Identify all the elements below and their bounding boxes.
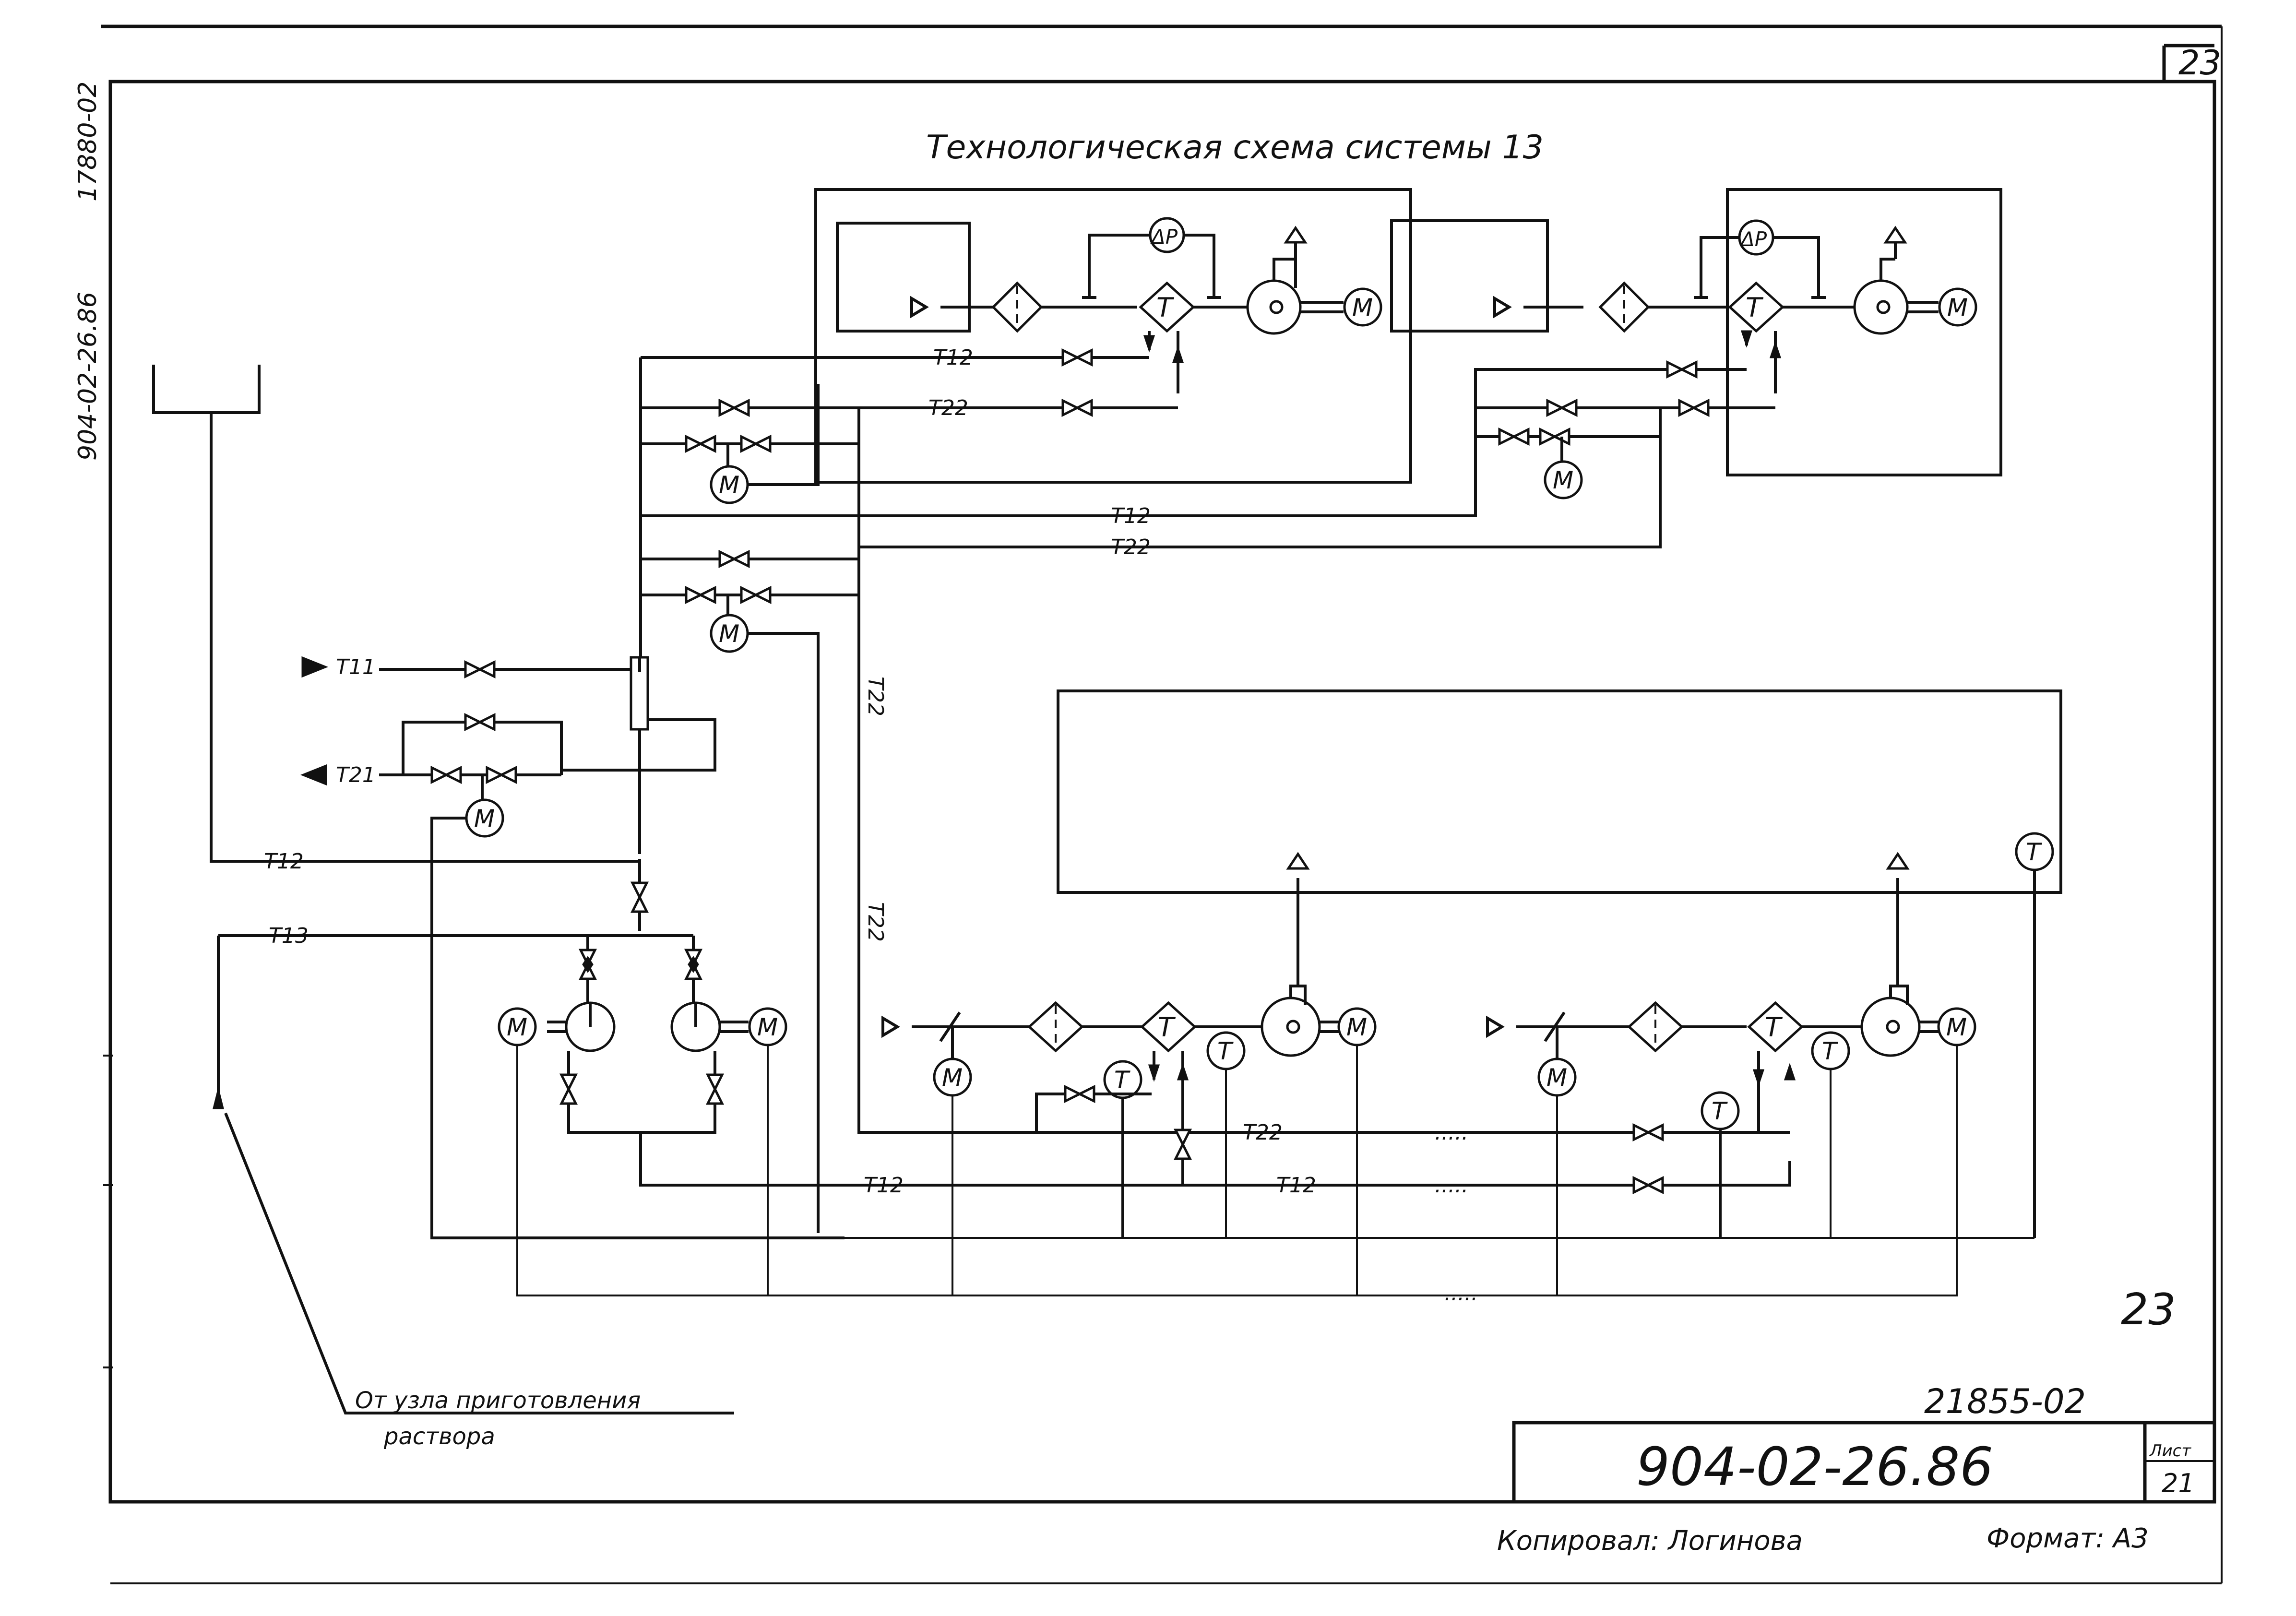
fan-motor-a: М	[1346, 1013, 1367, 1041]
fan-motor-b: М	[1946, 1013, 1967, 1041]
source-note-line1: От узла приготовления	[355, 1387, 641, 1414]
upper-ventilation-unit-2: ΔР Т М	[1390, 188, 2002, 476]
pipe-label-t22-v1: Т22	[863, 677, 888, 716]
pipe-label-t22-a: Т22	[928, 396, 968, 420]
pipe-label-t12-c: Т12	[864, 1173, 904, 1198]
lower-room-outline	[1057, 689, 2062, 894]
pipe-label-t22-b: Т22	[1111, 535, 1151, 559]
thermo-sensor-a2: Т	[1114, 1066, 1130, 1094]
source-note-line2: раствора	[383, 1423, 495, 1450]
side-stamp: 904-02-26.86 17880-02	[73, 82, 113, 1368]
document-code: 904-02-26.86	[1636, 1436, 1993, 1497]
copied-by: Копировал: Логинова	[1497, 1525, 1803, 1557]
pump-motor-left: М	[507, 1013, 527, 1041]
valve-motor-c: М	[719, 620, 739, 648]
thermo-sensor-b2: Т	[1712, 1097, 1728, 1125]
side-stamp-number: 17880-02	[73, 82, 102, 202]
control-lines: .....	[432, 1045, 2034, 1306]
pipe-label-t12-b: Т12	[1111, 504, 1151, 528]
left-equipment: Т12 Т11 Т21 М Т13	[152, 365, 1791, 1414]
pipe-label-t11: Т11	[336, 655, 376, 679]
damper-motor-b: М	[1547, 1064, 1567, 1092]
valve-motor-a: М	[719, 471, 739, 499]
upper-piping: Т12 Т22 М Т12 Т22 М М	[639, 345, 1775, 1233]
dp-gauge-1: ΔР	[1150, 225, 1178, 249]
lower-ventilation-unit-b: М Т М Т Т Т	[1486, 832, 2054, 1238]
sheet-frame: 23	[101, 24, 2223, 1584]
dots-t12: .....	[1435, 1173, 1468, 1198]
paper-format: Формат: А3	[1987, 1523, 2149, 1554]
thermo-sensor-a1: Т	[1217, 1037, 1234, 1065]
heater-b: Т	[1765, 1012, 1783, 1043]
dots-t22: .....	[1435, 1120, 1468, 1145]
damper-motor-a: М	[942, 1064, 963, 1092]
valve-motor-supply: М	[474, 805, 495, 832]
thermo-sensor-room: Т	[2026, 838, 2042, 866]
source-note: От узла приготовления раствора	[355, 1387, 641, 1450]
diagram-title: Технологическая схема системы 13	[926, 129, 1544, 166]
dots-control: .....	[1444, 1281, 1478, 1306]
pump-motor-right: М	[757, 1013, 778, 1041]
pipe-label-t21: Т21	[336, 763, 376, 787]
thermo-sensor-b1: Т	[1822, 1037, 1838, 1065]
archive-number: 21855-02	[1924, 1382, 2086, 1421]
heater-a: Т	[1158, 1012, 1176, 1043]
dp-gauge-2: ΔР	[1739, 227, 1767, 251]
pipe-label-t22-v2: Т22	[863, 902, 888, 942]
heater-1: Т	[1156, 292, 1175, 323]
heater-2: Т	[1746, 292, 1764, 323]
corner-sheet-number: 23	[2178, 43, 2221, 83]
pipe-label-t12-a: Т12	[933, 345, 973, 370]
motor-fan-2: М	[1947, 294, 1968, 321]
side-stamp-code: 904-02-26.86	[73, 292, 102, 461]
pipe-label-t22-c: Т22	[1243, 1120, 1283, 1145]
valve-motor-b: М	[1553, 466, 1573, 494]
pipe-label-t12-tank: Т12	[264, 849, 304, 874]
title-block: 904-02-26.86 Лист 21	[1512, 1421, 2216, 1504]
pipe-label-t13: Т13	[269, 924, 309, 948]
sheet-label: Лист	[2149, 1441, 2191, 1461]
sheet-value: 21	[2162, 1468, 2195, 1498]
handwritten-mark: 23	[2121, 1284, 2176, 1335]
upper-ventilation-unit-1: ΔР Т М	[814, 188, 1412, 484]
pipe-label-t12-d: Т12	[1276, 1173, 1316, 1198]
motor-fan-1: М	[1352, 294, 1373, 321]
